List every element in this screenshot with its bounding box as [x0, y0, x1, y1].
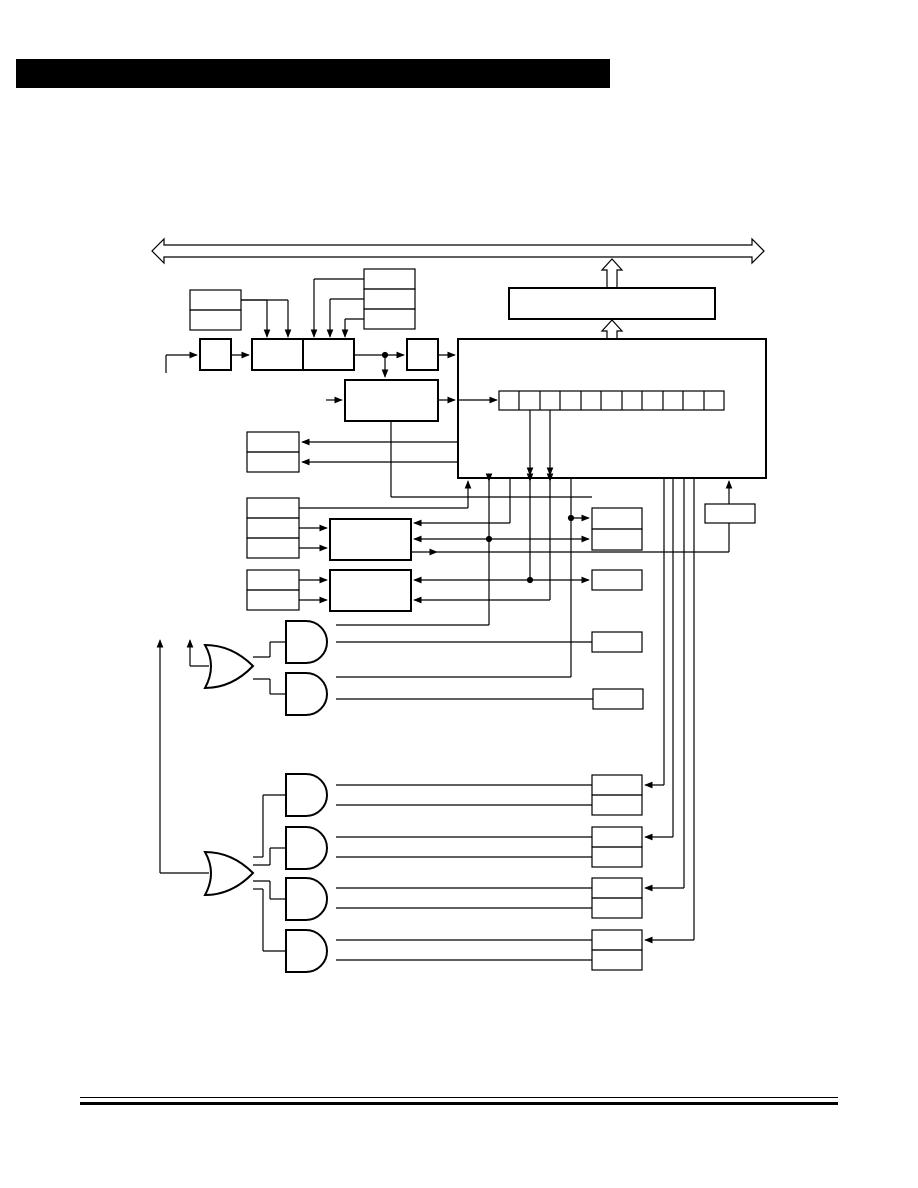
out-reg-5b: [591, 794, 643, 816]
and-gate-3: [285, 773, 328, 817]
logic-block-2: [329, 569, 412, 612]
reg-mid-a: [363, 268, 416, 290]
reg-cap-c: [246, 537, 300, 559]
or-gate-2: [203, 850, 255, 897]
register-box-top-right: [508, 287, 716, 320]
reg-left-b: [189, 309, 242, 331]
out-reg-3: [591, 631, 643, 653]
footer-rule-thick: [80, 1102, 838, 1105]
bus-hollow-arrow-upper: [600, 258, 624, 288]
and-gate-6: [285, 929, 328, 973]
header-bar: [16, 59, 610, 88]
footer-rule-thin: [80, 1097, 838, 1098]
reg-cap-a: [246, 497, 300, 519]
and-gate-5: [285, 877, 328, 921]
sync-box: [406, 338, 439, 371]
reg-cap-d: [246, 569, 300, 591]
comparator-box: [344, 379, 439, 422]
out-reg-5a: [591, 774, 643, 796]
out-reg-2: [591, 569, 643, 591]
bit-register-row: [498, 390, 725, 411]
out-reg-6a: [591, 826, 643, 848]
out-reg-1a: [591, 507, 643, 530]
out-reg-1b: [591, 528, 643, 551]
or-gate-1: [203, 643, 255, 690]
reg-left-a: [189, 289, 242, 311]
reg-out-b: [246, 451, 300, 473]
out-reg-4: [592, 688, 644, 710]
out-reg-8b: [591, 949, 643, 971]
bus-hollow-arrow-lower: [600, 319, 624, 339]
and-gate-1: [285, 620, 328, 664]
out-reg-7a: [591, 877, 643, 899]
reg-cap-b: [246, 517, 300, 539]
reg-mid-b: [363, 288, 416, 310]
reg-cap-e: [246, 589, 300, 611]
reg-out-a: [246, 431, 300, 453]
out-reg-6b: [591, 846, 643, 868]
input-box: [199, 338, 232, 371]
system-bus-arrow: [151, 237, 765, 265]
reg-mid-c: [363, 308, 416, 330]
out-reg-7b: [591, 897, 643, 919]
logic-block-1: [329, 518, 412, 561]
reg-right: [704, 503, 756, 524]
and-gate-2: [285, 672, 328, 716]
out-reg-8a: [591, 929, 643, 951]
and-gate-4: [285, 826, 328, 870]
